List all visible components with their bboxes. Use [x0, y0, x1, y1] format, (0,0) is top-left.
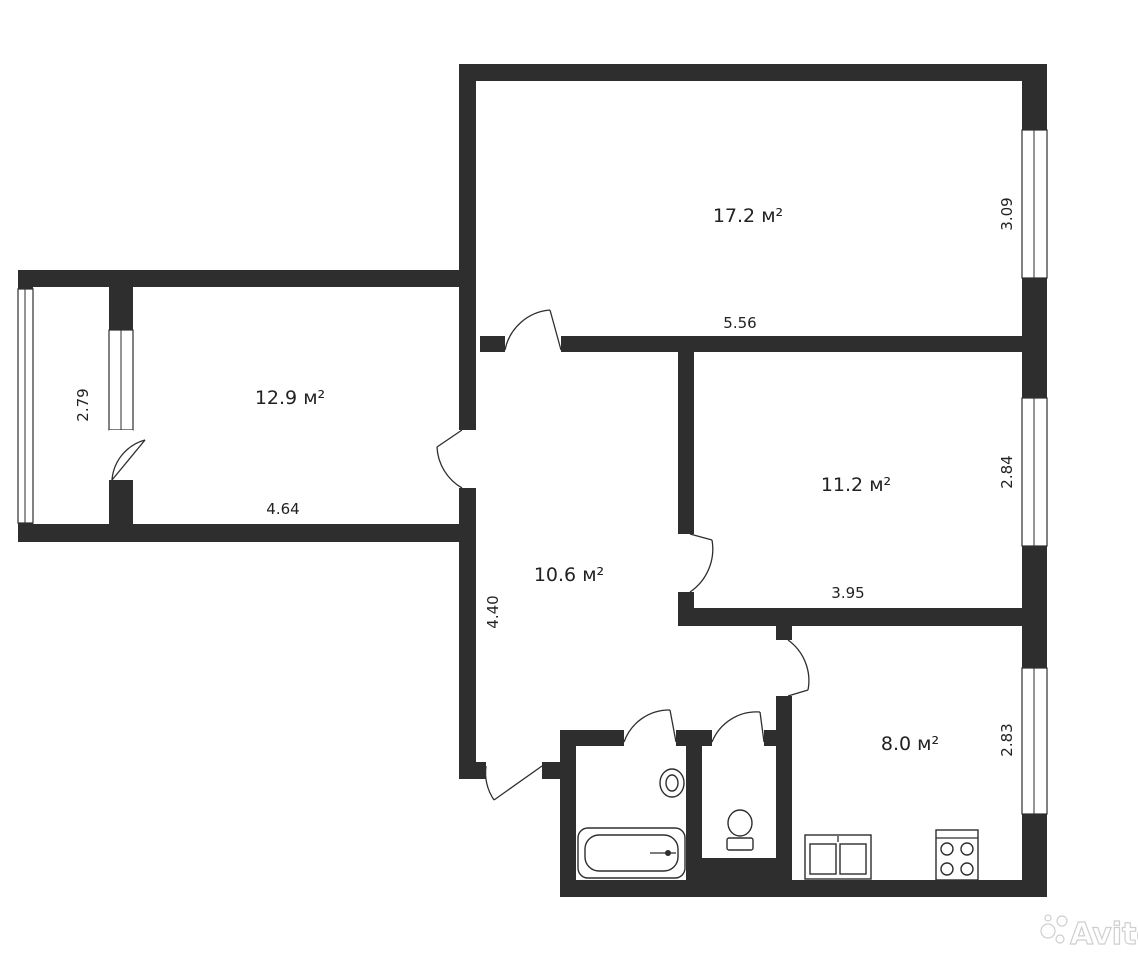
room-a-depth-label: 3.09	[998, 197, 1016, 230]
room-a-width-label: 5.56	[723, 314, 756, 332]
watermark-text: Avito	[1070, 917, 1138, 952]
kitchen-sink-icon	[804, 834, 872, 880]
sink-icon	[659, 768, 685, 798]
room-a-area: 17.2 м²	[713, 205, 783, 227]
kitchen-depth-label: 2.83	[998, 723, 1016, 756]
room-b-area: 12.9 м²	[255, 387, 325, 409]
doors	[109, 309, 810, 801]
toilet-icon	[726, 809, 754, 851]
hall-area: 10.6 м²	[534, 564, 604, 586]
windows	[17, 129, 1048, 815]
room-c-depth-label: 2.84	[998, 455, 1016, 488]
room-c-width-label: 3.95	[831, 584, 864, 602]
bathtub-icon	[577, 827, 686, 879]
room-b-width-label: 4.64	[266, 500, 299, 518]
avito-logo: Avito	[1040, 914, 1138, 953]
kitchen-area: 8.0 м²	[881, 733, 939, 755]
stove-icon	[935, 829, 979, 881]
room-c-area: 11.2 м²	[821, 474, 891, 496]
hall-depth-label: 4.40	[484, 595, 502, 628]
balcony-depth-label: 2.79	[74, 388, 92, 421]
